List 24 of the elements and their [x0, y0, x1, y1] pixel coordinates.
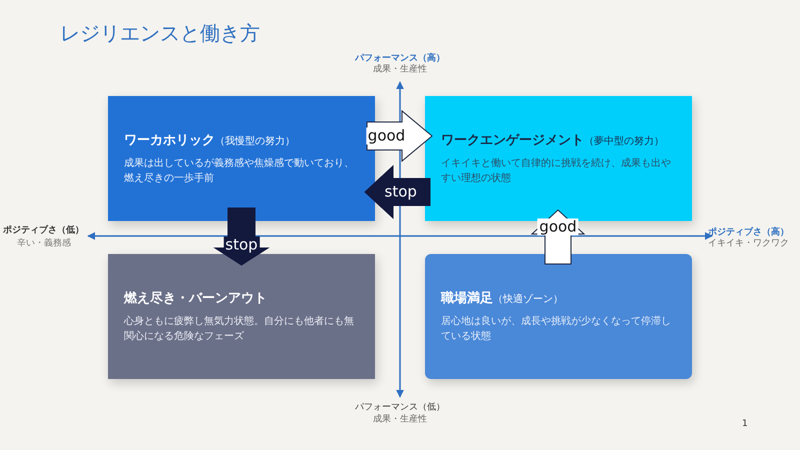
axis-label: パフォーマンス（低）: [355, 402, 445, 414]
page-number: 1: [742, 419, 748, 429]
box-description: 居心地は良いが、成長や挑戦が少なくなって停滞している状態: [441, 314, 672, 344]
axis-label: ポジティブさ（低）: [3, 224, 84, 236]
edge-label: stop: [223, 236, 260, 254]
box-description: 成果は出しているが義務感や焦燥感で動いており、燃え尽きの一歩手前: [124, 156, 355, 186]
title: レジリエンスと働き方: [60, 20, 260, 47]
box-heading: ワーカホリック（我慢型の努力）: [124, 132, 296, 148]
edge-label: good: [537, 218, 579, 236]
box-heading: 職場満足（快適ゾーン）: [441, 290, 564, 306]
quadrant-box: [425, 96, 692, 221]
edge-label: stop: [382, 184, 419, 200]
axis-sublabel: 辛い・義務感: [17, 237, 71, 250]
axis-sublabel: 成果・生産性: [373, 63, 427, 76]
box-description: イキイキと働いて自律的に挑戦を続け、成果も出やすい理想の状態: [441, 156, 672, 186]
axis-label: パフォーマンス（高）: [355, 52, 445, 64]
quadrant-box: [108, 254, 375, 379]
box-heading: ワークエンゲージメント（夢中型の努力）: [441, 132, 665, 148]
quadrant-box: [425, 254, 692, 379]
box-heading: 燃え尽き・バーンアウト: [124, 290, 268, 306]
axis-sublabel: 成果・生産性: [373, 413, 427, 426]
box-description: 心身ともに疲弊し無気力状態。自分にも他者にも無関心になる危険なフェーズ: [124, 314, 355, 344]
axis-label: ポジティブさ（高）: [708, 226, 789, 238]
axis-sublabel: イキイキ・ワクワク: [708, 238, 789, 250]
